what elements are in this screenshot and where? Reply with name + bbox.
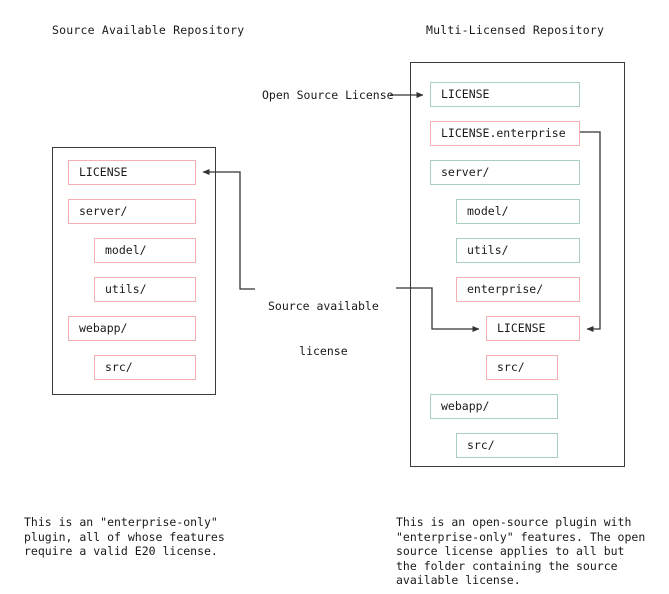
source-available-license-label: Source available license [268,269,379,389]
source-available-repository-container [52,147,216,395]
multi-licensed-node-license: LICENSE [430,82,580,107]
right-repository-caption: This is an open-source plugin with "ente… [396,515,646,587]
source-available-license-label-line1: Source available [268,299,379,313]
source-available-license-label-line2: license [299,344,348,358]
multi-licensed-node-license-enterprise: LICENSE.enterprise [430,121,580,146]
left-repository-title: Source Available Repository [52,23,245,37]
multi-licensed-node-src: src/ [456,433,558,458]
multi-licensed-node-enterprise: enterprise/ [456,277,580,302]
source-available-node-server: server/ [68,199,196,224]
multi-licensed-node-utils: utils/ [456,238,580,263]
multi-licensed-node-server: server/ [430,160,580,185]
multi-licensed-node-license: LICENSE [486,316,580,341]
multi-licensed-node-src: src/ [486,355,558,380]
source-available-node-license: LICENSE [68,160,196,185]
source-available-node-utils: utils/ [94,277,196,302]
multi-licensed-node-webapp: webapp/ [430,394,558,419]
open-source-license-label: Open Source License [262,88,394,102]
left-repository-caption: This is an "enterprise-only" plugin, all… [24,515,225,558]
source-available-node-webapp: webapp/ [68,316,196,341]
multi-licensed-node-model: model/ [456,199,580,224]
source-available-node-src: src/ [94,355,196,380]
right-repository-title: Multi-Licensed Repository [426,23,605,37]
source-available-node-model: model/ [94,238,196,263]
